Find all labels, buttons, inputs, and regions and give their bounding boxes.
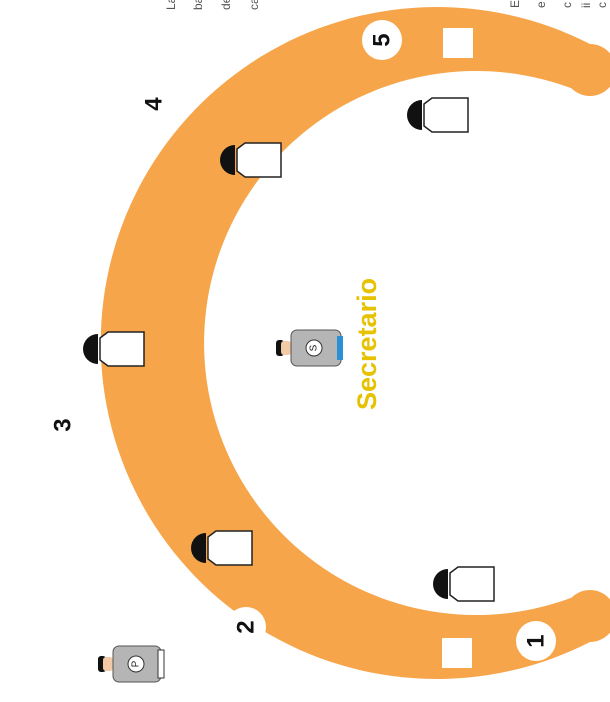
cutoff-line-5: E — [508, 0, 522, 8]
chair-seat-5 — [433, 567, 494, 601]
station-badge-3: 3 — [43, 405, 83, 445]
chair-seat-2 — [220, 143, 281, 177]
presidente-figure: P — [98, 646, 164, 682]
secretario-label: Secretario — [352, 278, 382, 410]
station-number-4: 4 — [141, 97, 168, 111]
horseshoe-arena — [101, 7, 590, 679]
secretario-face — [281, 341, 291, 355]
cutoff-line-1: La — [164, 0, 178, 10]
cutoff-line-4: ca — [247, 0, 261, 10]
secretario-badge-letter: S — [309, 344, 320, 351]
station-number-5: 5 — [369, 33, 396, 46]
presidente-badge-letter: P — [131, 660, 142, 667]
station-badge-2: 2 — [226, 607, 266, 647]
station-badge-5: 5 — [362, 20, 402, 60]
station-badge-1: 1 — [516, 621, 556, 661]
chair-seat-1 — [407, 98, 468, 132]
chair-seat-4 — [191, 531, 252, 565]
cutoff-text-right: E e c ii c — [508, 0, 609, 8]
cutoff-line-2: ba — [191, 0, 205, 10]
marker-square-bottom — [442, 638, 472, 668]
marker-square-left — [40, 334, 70, 364]
chair-seat-3 — [83, 332, 144, 366]
cutoff-line-9: c — [595, 2, 609, 8]
cutoff-line-8: ii — [579, 3, 593, 8]
station-badge-4: 4 — [134, 84, 174, 124]
station-number-1: 1 — [523, 634, 550, 647]
marker-square-top — [443, 28, 473, 58]
cutoff-line-3: de — [219, 0, 233, 10]
secretario-figure: S — [276, 330, 343, 366]
cutoff-line-6: e — [534, 1, 548, 8]
station-number-3: 3 — [50, 418, 77, 431]
station-number-2: 2 — [233, 620, 260, 633]
presidente-face — [103, 657, 113, 671]
marker-square-lower-left — [166, 580, 196, 610]
cutoff-line-7: c — [560, 2, 574, 8]
secretario-table — [337, 336, 343, 360]
presidente-table — [158, 650, 164, 678]
cutoff-text-left: La ba de ca — [164, 0, 261, 10]
